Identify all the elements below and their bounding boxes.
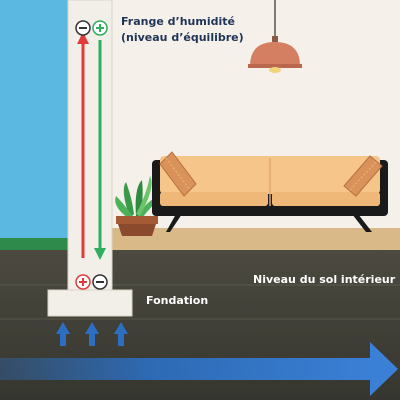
red-arrow-head bbox=[77, 32, 89, 44]
plus-circle-icon bbox=[75, 274, 91, 290]
cushion-icon bbox=[159, 151, 197, 197]
upward-arrow-icon bbox=[85, 322, 99, 346]
exterior-sky bbox=[0, 0, 68, 240]
upward-arrow-icon bbox=[114, 322, 128, 346]
moisture-fringe-subtitle: (niveau d’équilibre) bbox=[121, 31, 244, 44]
minus-circle-icon bbox=[92, 274, 108, 290]
minus-circle-icon bbox=[75, 20, 91, 36]
moisture-fringe-label: Frange d’humidité (niveau d’équilibre) bbox=[121, 14, 244, 46]
exterior-grass bbox=[0, 238, 68, 250]
foundation-footing bbox=[47, 289, 133, 317]
water-flow-arrow-icon bbox=[0, 342, 398, 396]
foundation-wall bbox=[67, 0, 113, 291]
upward-arrow-icon bbox=[56, 322, 70, 346]
cushion-icon bbox=[343, 155, 383, 197]
soil-layer-line bbox=[0, 318, 400, 320]
soil-layer-line bbox=[0, 284, 400, 286]
plus-circle-icon bbox=[92, 20, 108, 36]
foundation-label: Fondation bbox=[146, 294, 209, 307]
interior-ground-level-label: Niveau du sol intérieur bbox=[253, 273, 396, 286]
green-arrow-head bbox=[94, 248, 106, 260]
moisture-fringe-title: Frange d’humidité bbox=[121, 15, 235, 28]
sofa-icon bbox=[152, 156, 388, 232]
lamp-icon bbox=[248, 0, 302, 73]
